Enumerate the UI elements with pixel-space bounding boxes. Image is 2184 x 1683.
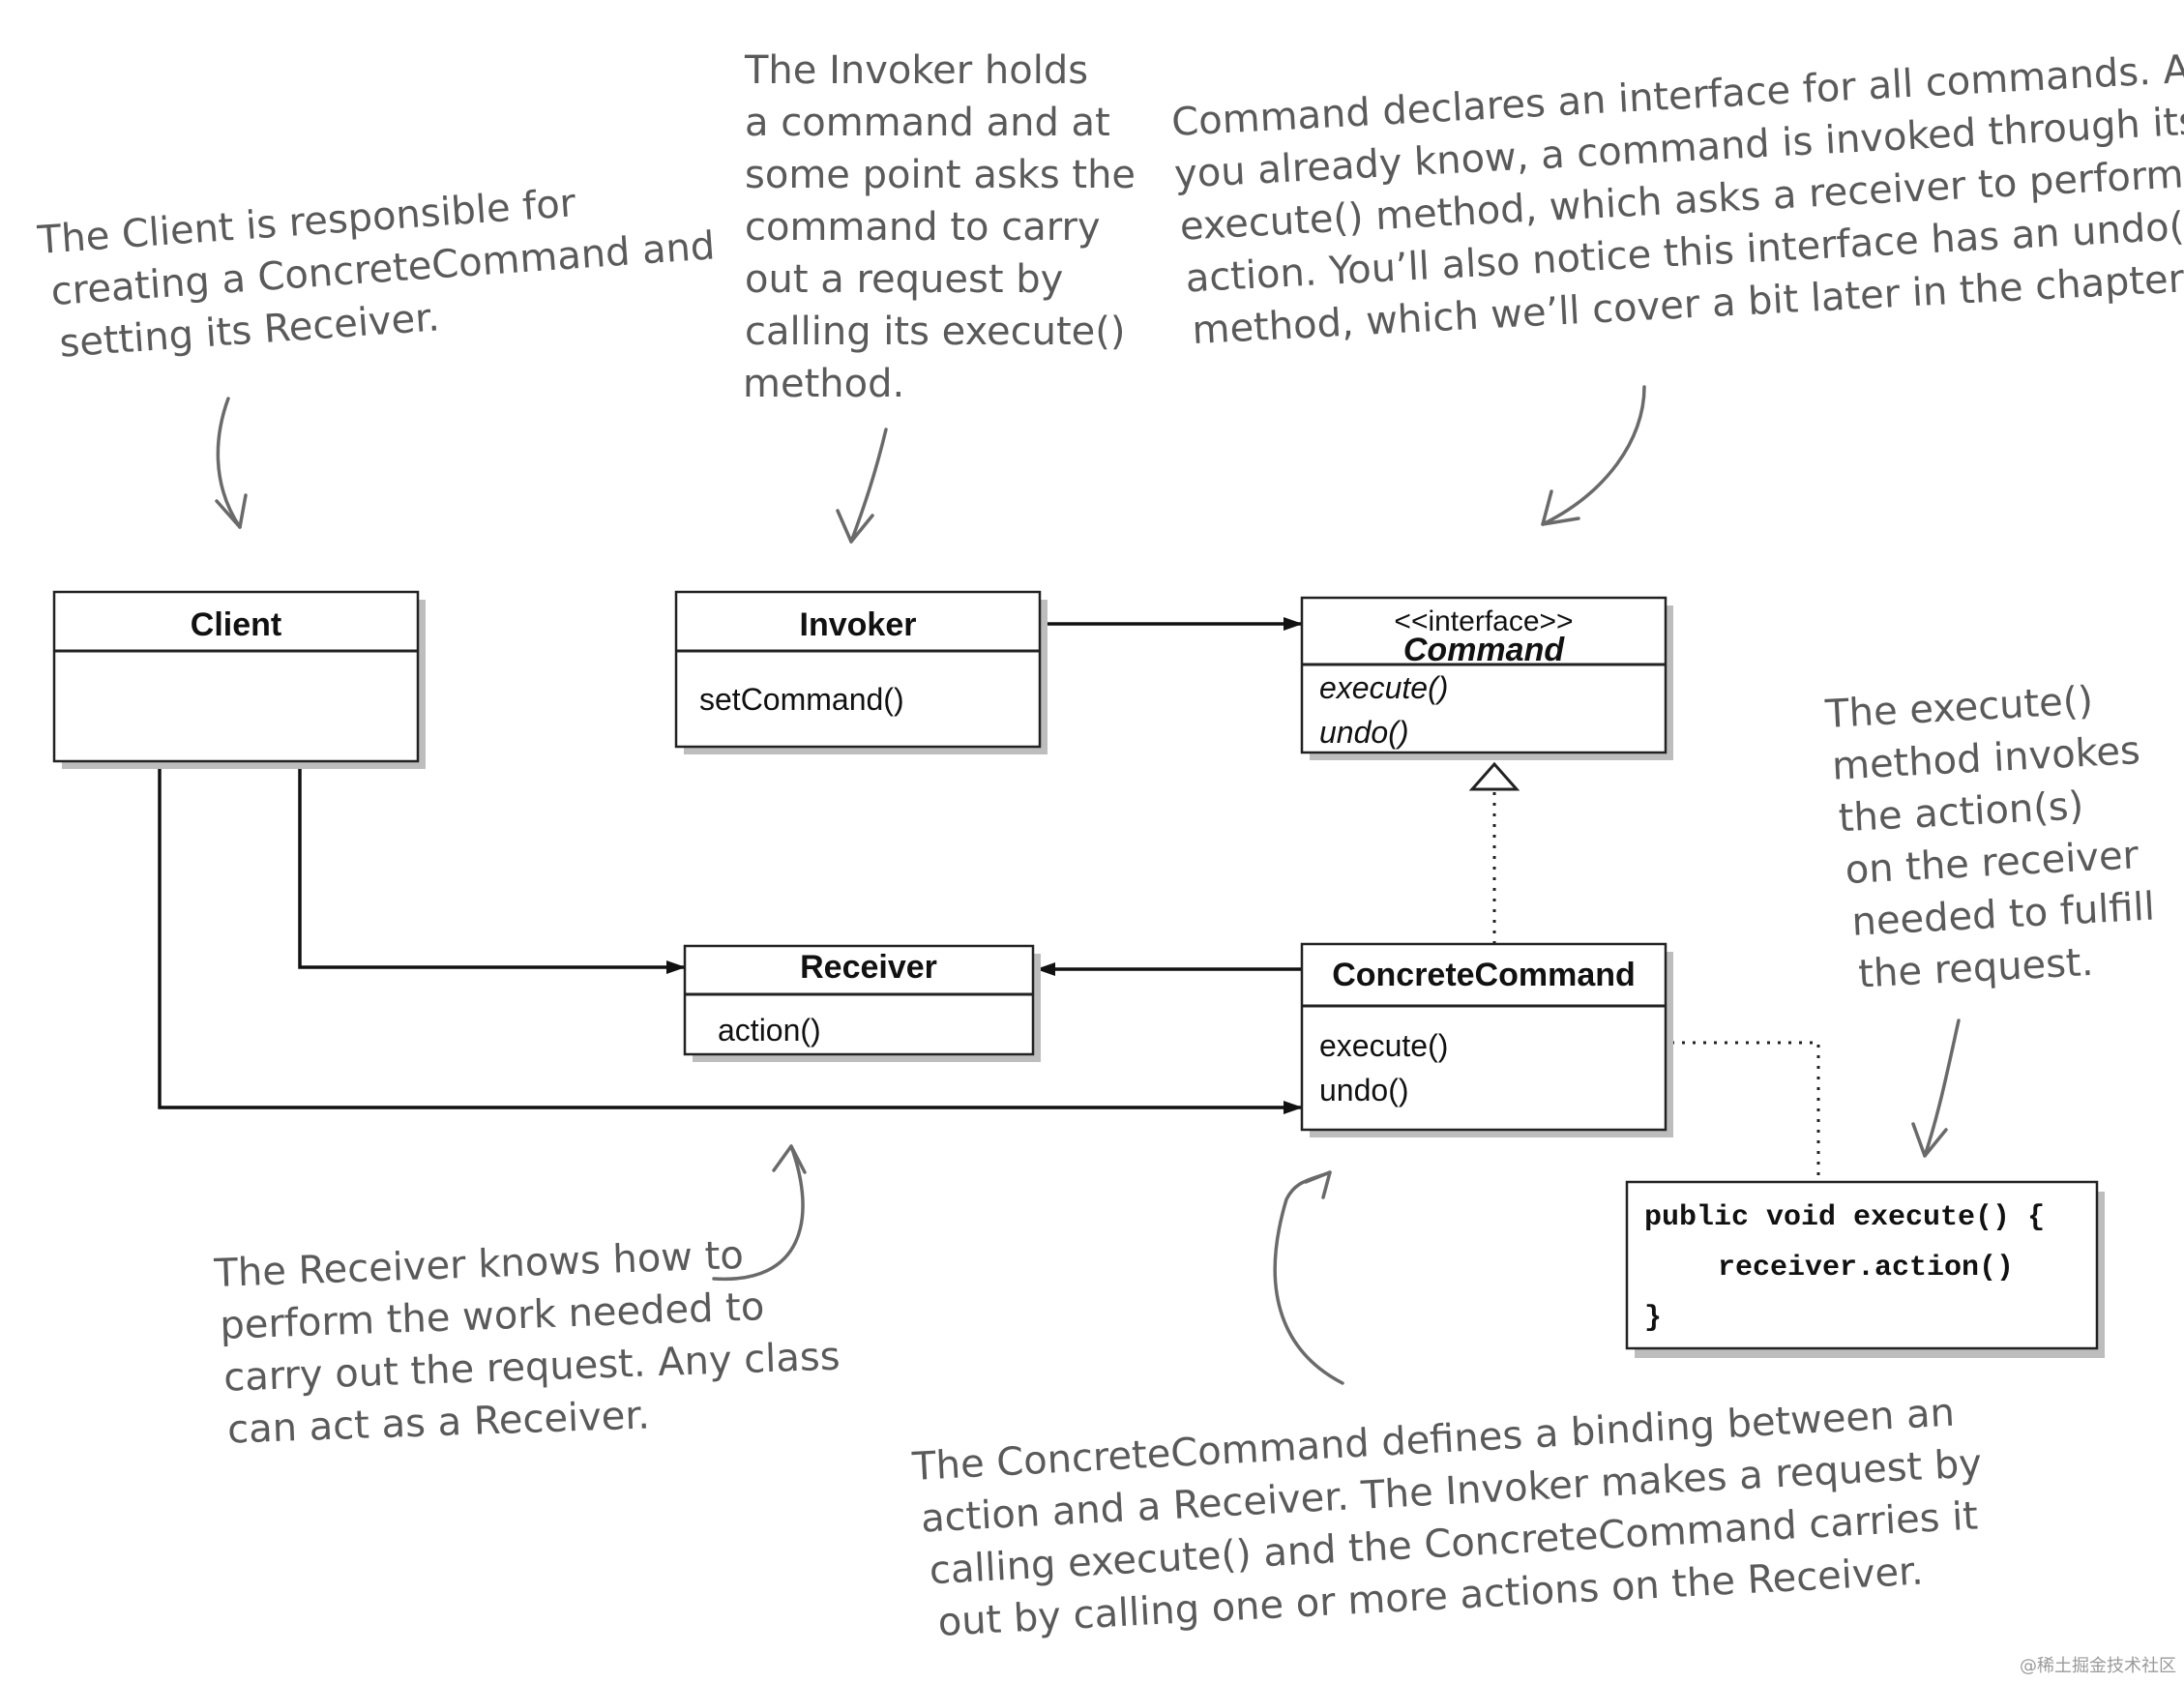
concrete-command-method-undo: undo() [1319,1073,1409,1107]
command-interface-name: Command [1403,632,1565,668]
receiver-note: The Receiver knows how to perform the wo… [213,1229,855,1453]
invoker-method: setCommand() [699,682,904,717]
client-class-name: Client [191,606,281,643]
watermark: @稀土掘金技术社区 [2020,1656,2176,1676]
command-interface: <<interface>> Command execute() undo() [1300,596,1673,760]
invoker-note: The Invoker holds a command and at some … [743,48,1148,406]
code-line-3: } [1644,1302,1662,1335]
client-to-receiver-association [298,762,686,974]
receiver-class: Receiver action() [683,944,1041,1062]
client-note-arrow [215,397,248,529]
concrete-command-note: The ConcreteCommand defines a binding be… [910,1389,2000,1646]
receiver-note-arrow [712,1144,807,1282]
invoker-note-arrow [836,428,888,544]
receiver-method: action() [718,1013,821,1048]
concrete-command-class: ConcreteCommand execute() undo() [1300,942,1673,1137]
execute-code-box: public void execute() { receiver.action(… [1625,1180,2105,1358]
command-stereotype: <<interface>> [1394,605,1573,637]
client-note: The Client is responsible for creating a… [35,171,732,368]
command-note-arrow [1541,385,1646,526]
command-method-undo: undo() [1319,715,1409,750]
concrete-command-method-execute: execute() [1319,1028,1448,1063]
execute-note: The execute() method invokes the action(… [1823,675,2170,998]
code-line-2: receiver.action() [1718,1252,2014,1284]
invoker-class-name: Invoker [800,606,917,643]
execute-note-arrow [1911,1019,1961,1158]
code-line-1: public void execute() { [1644,1201,2045,1234]
concrete-command-class-name: ConcreteCommand [1332,957,1636,993]
command-note: Command declares an interface for all co… [1170,44,2184,354]
receiver-class-name: Receiver [800,949,937,986]
command-method-execute: execute() [1319,670,1448,705]
concrete-command-note-arrow [1273,1170,1344,1385]
realization-arrow [1468,761,1520,944]
invoker-class: Invoker setCommand() [674,590,1048,754]
client-class: Client [52,590,426,769]
client-to-concrete-command-association [158,762,1303,1114]
